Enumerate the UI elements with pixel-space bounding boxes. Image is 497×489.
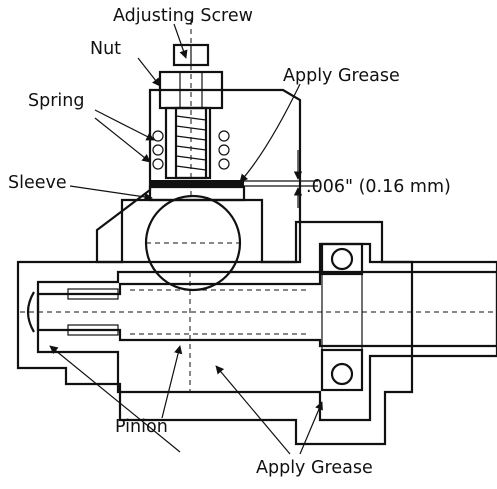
leader-lines bbox=[49, 23, 323, 455]
grease-leader-left bbox=[49, 345, 181, 453]
adjusting-screw-leader bbox=[173, 23, 188, 59]
pinion-leader bbox=[161, 345, 183, 419]
label-nut: Nut bbox=[90, 39, 121, 59]
spring-leader-2 bbox=[94, 117, 151, 163]
label-clearance: .006" (0.16 mm) bbox=[306, 177, 451, 197]
sleeve bbox=[148, 185, 246, 202]
label-sleeve: Sleeve bbox=[8, 173, 67, 193]
pinion-shaft bbox=[20, 270, 497, 392]
label-apply-grease-top: Apply Grease bbox=[283, 66, 400, 86]
label-adjusting-screw: Adjusting Screw bbox=[113, 6, 253, 26]
grease-leader-right bbox=[299, 401, 323, 455]
main-housing bbox=[16, 220, 497, 446]
spring-leader-1 bbox=[94, 109, 155, 141]
label-spring: Spring bbox=[28, 91, 84, 111]
grease-leader-mid bbox=[215, 365, 291, 455]
spring bbox=[152, 130, 230, 170]
ball-bearing bbox=[320, 242, 364, 392]
label-apply-grease-bottom: Apply Grease bbox=[256, 458, 373, 478]
adjusting-screw-assembly bbox=[158, 20, 224, 200]
apply-grease-top-leader bbox=[239, 83, 301, 183]
sleeve-leader bbox=[69, 185, 153, 202]
label-pinion: Pinion bbox=[115, 417, 168, 437]
clearance-dimension bbox=[244, 150, 318, 208]
nut-leader bbox=[137, 57, 161, 87]
upper-housing bbox=[95, 88, 302, 264]
sleeve-shim bbox=[150, 180, 244, 187]
